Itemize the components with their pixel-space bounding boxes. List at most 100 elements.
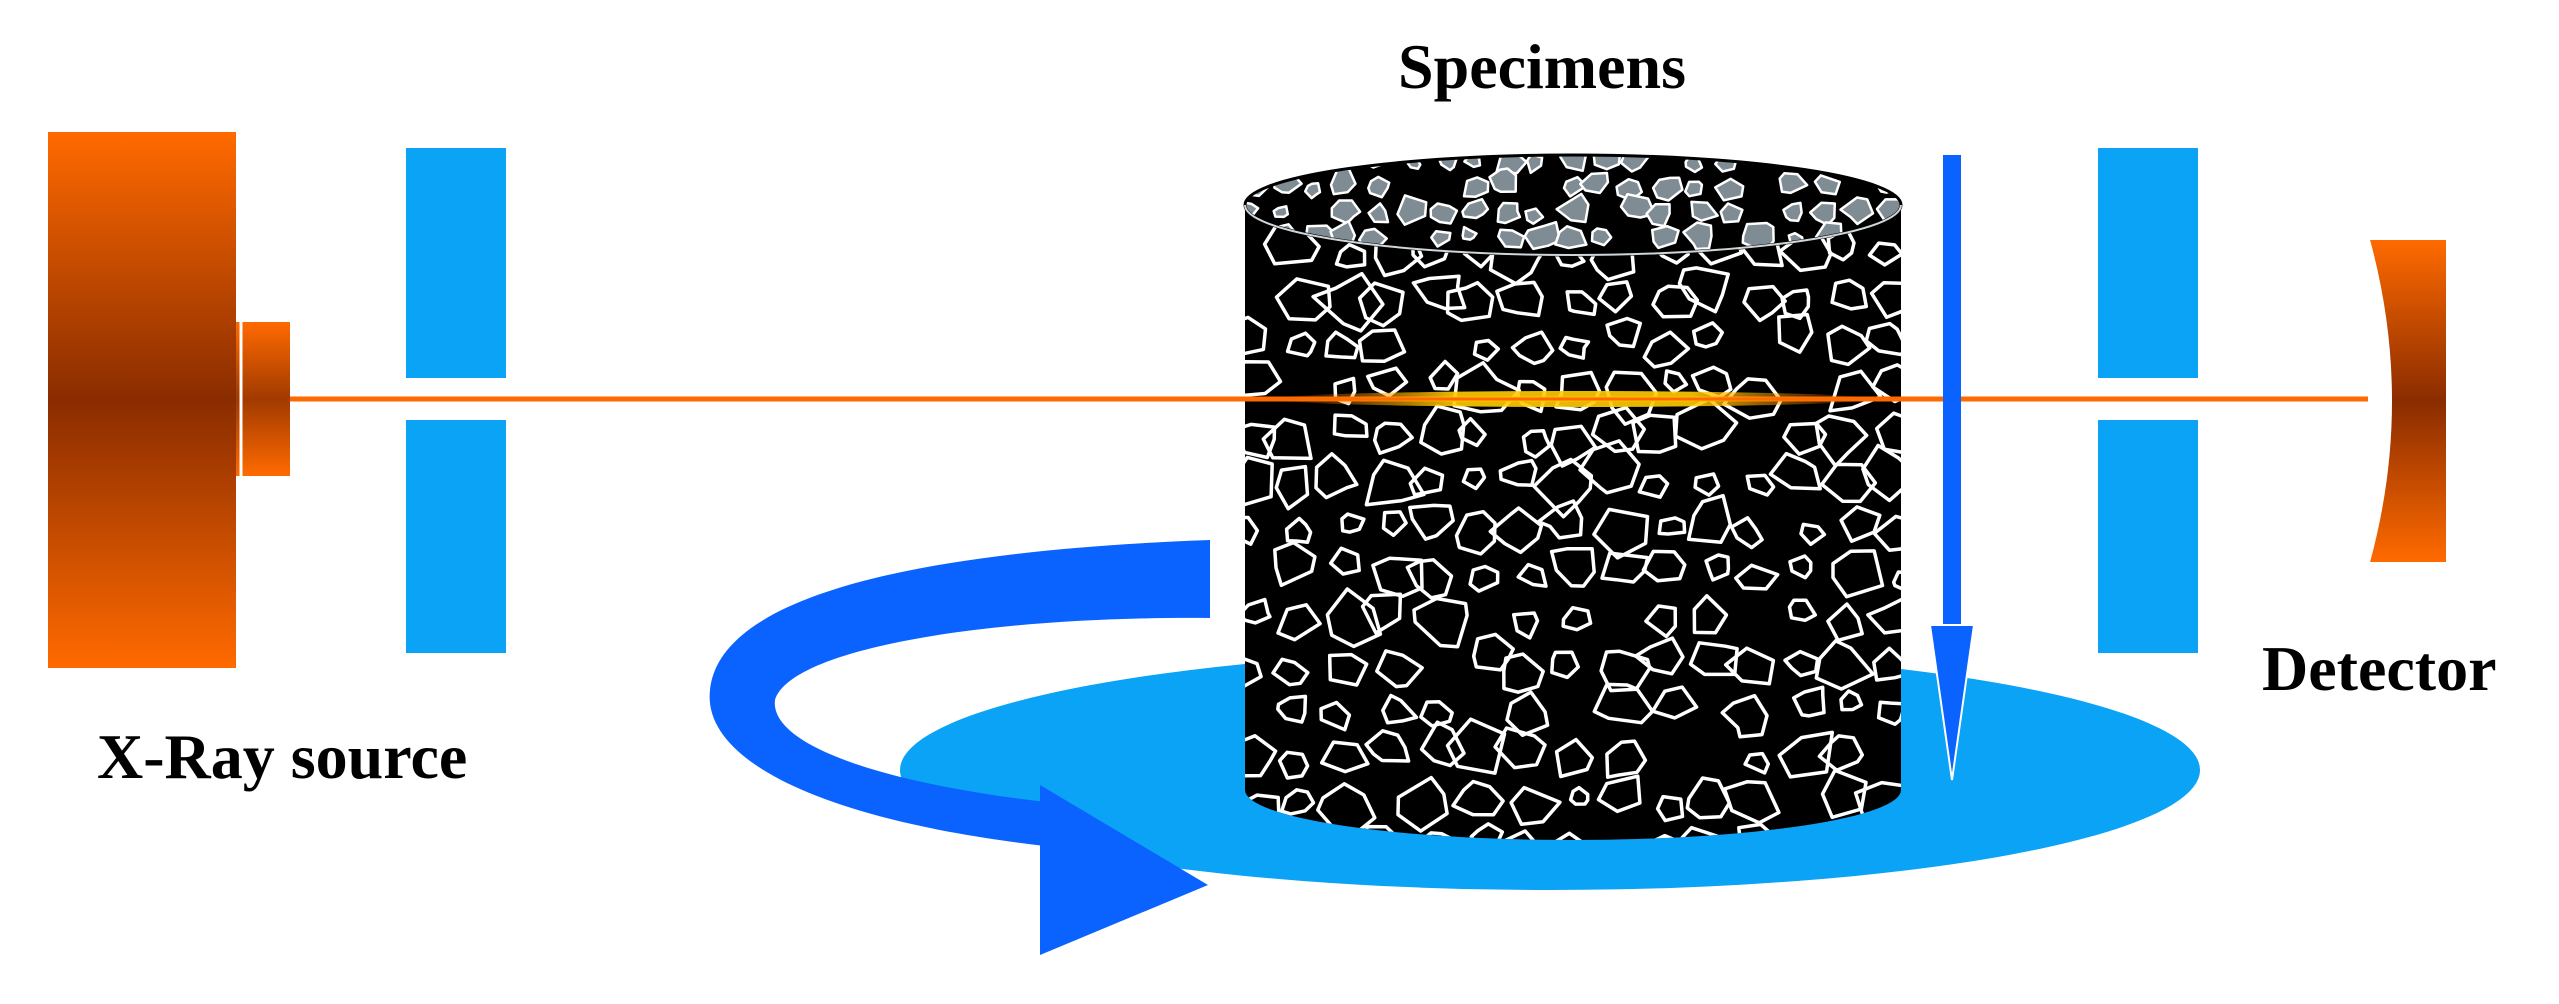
aggregate-particle <box>1729 516 1764 550</box>
aggregate-particle <box>1645 203 1671 228</box>
aggregate-particle <box>1497 228 1526 249</box>
aggregate-particle <box>1245 359 1283 398</box>
aggregate-particle <box>1419 404 1466 456</box>
aggregate-particle <box>1734 563 1780 591</box>
aggregate-particle <box>1831 549 1885 599</box>
aggregate-particle <box>1276 694 1308 724</box>
aggregate-particle <box>1685 776 1732 820</box>
aggregate-particle <box>1745 473 1776 497</box>
aggregate-particle <box>1524 207 1545 225</box>
aggregate-particle <box>1340 512 1366 534</box>
aggregate-particle <box>1419 720 1466 768</box>
aggregate-particle <box>1550 650 1581 680</box>
aggregate-particle <box>1554 737 1595 779</box>
aggregate-particle <box>1605 739 1648 779</box>
aggregate-particle <box>1820 462 1878 504</box>
aggregate-particle <box>1637 474 1670 499</box>
aggregate-particle <box>1565 290 1598 317</box>
aggregate-particle <box>1419 700 1454 728</box>
aggregate-particle <box>1686 493 1733 545</box>
aggregate-particle <box>1462 176 1490 199</box>
detector-icon <box>2366 239 2446 563</box>
aggregate-particle <box>1872 646 1901 682</box>
x-ray-beam <box>290 391 2368 407</box>
aggregate-particle <box>1722 779 1781 825</box>
rotation-arrow-band <box>709 540 1210 846</box>
aggregate-particle <box>1688 641 1739 677</box>
aggregate-particle <box>1274 277 1332 322</box>
aggregate-particle <box>1536 499 1584 540</box>
aggregate-particle <box>1472 338 1501 362</box>
aggregate-particle <box>1788 554 1813 580</box>
aggregate-particle <box>1651 284 1700 319</box>
aggregate-particle <box>1430 230 1452 248</box>
aggregate-particle <box>1360 592 1403 635</box>
aggregate-particle <box>1428 359 1460 391</box>
aggregate-particle <box>1558 335 1591 360</box>
aggregate-particle <box>1791 685 1826 718</box>
aggregate-particle <box>1828 369 1883 413</box>
aggregate-particle <box>1408 466 1445 497</box>
scan-direction-arrow <box>1928 155 1976 781</box>
aggregate-particle <box>1866 596 1901 635</box>
aggregate-particle <box>1874 411 1901 456</box>
aggregate-particle <box>1406 831 1462 840</box>
aggregate-particle <box>1826 324 1872 367</box>
aggregate-particle <box>1680 825 1728 840</box>
aggregate-particle <box>1605 316 1643 349</box>
aggregate-particle <box>1272 205 1290 219</box>
aggregate-particle <box>1429 202 1459 225</box>
detector-label: Detector <box>2262 633 2496 704</box>
aggregate-particle <box>1337 155 1359 168</box>
aggregate-particle <box>1813 174 1842 196</box>
aggregate-particle <box>1445 717 1507 775</box>
aggregate-particle <box>1542 831 1592 840</box>
aggregate-particle <box>1510 330 1555 366</box>
aggregate-particle <box>1768 451 1822 491</box>
aggregate-particle <box>1364 729 1411 763</box>
aggregate-particle <box>1532 457 1594 519</box>
aggregate-particle <box>1305 155 1326 173</box>
aggregate-particle <box>1314 452 1359 500</box>
aggregate-particle <box>1461 225 1478 241</box>
aggregate-particle <box>1327 652 1369 687</box>
aggregate-particle <box>1405 558 1454 600</box>
aggregate-particle <box>1691 321 1725 349</box>
rotation-arrow-head <box>1040 785 1208 955</box>
aggregate-particle <box>1778 171 1809 195</box>
aggregate-particle <box>1592 682 1655 725</box>
aggregate-particle <box>1683 180 1704 198</box>
aggregate-particle <box>1325 587 1383 649</box>
specimens-label: Specimens <box>1398 31 1686 102</box>
aggregate-particle <box>1650 833 1683 840</box>
aggregate-particle <box>1817 734 1865 772</box>
aggregate-particle <box>1469 822 1505 840</box>
aggregate-particle <box>1690 200 1719 222</box>
aggregate-particle <box>1245 597 1272 625</box>
aggregate-particle <box>1461 197 1490 220</box>
aggregate-particle <box>1454 509 1497 556</box>
aggregate-particle <box>1783 649 1820 678</box>
aggregate-particle <box>1381 510 1408 538</box>
aggregate-particle <box>1830 278 1869 311</box>
aggregate-particle <box>1559 155 1588 173</box>
aggregate-particle <box>1578 439 1641 495</box>
aggregate-particle <box>1723 646 1776 686</box>
aggregate-particle <box>1521 428 1552 459</box>
aggregate-particle <box>1311 271 1385 333</box>
left-collimator-icon <box>406 148 506 653</box>
aggregate-particle <box>1277 750 1310 780</box>
aggregate-particle <box>1328 546 1361 576</box>
aggregate-particle <box>1799 522 1827 547</box>
aggregate-particle <box>1445 280 1495 323</box>
aggregate-particle <box>1883 156 1900 174</box>
aggregate-particle <box>1372 421 1414 455</box>
aggregate-particle <box>1303 182 1322 200</box>
aggregate-particle <box>1276 603 1322 642</box>
aggregate-particle <box>1461 467 1487 491</box>
detector-body <box>2368 240 2446 562</box>
aggregate-particle <box>1787 598 1818 623</box>
specimen-cylinder-icon <box>1243 153 1903 840</box>
aggregate-particle <box>1245 155 1261 169</box>
